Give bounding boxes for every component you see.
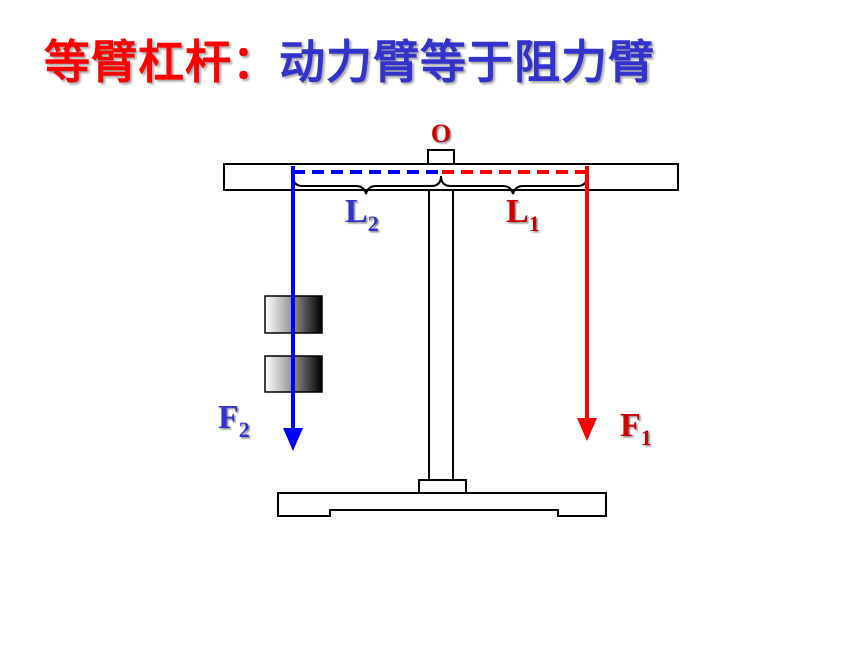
fulcrum-label: O: [431, 119, 451, 148]
pivot-tab: [427, 149, 455, 165]
left-arm-brace: [292, 175, 442, 195]
left-force-label-main: F: [218, 399, 239, 436]
stand-foot: [418, 479, 467, 494]
right-arm-label-main: L: [506, 193, 529, 230]
title-red-part: 等臂杠杆：: [44, 35, 279, 89]
right-arm-brace: [440, 175, 588, 195]
right-arm-label: L1: [506, 193, 540, 236]
left-force-label: F2: [218, 399, 250, 442]
slide-title: 等臂杠杆：动力臂等于阻力臂: [44, 26, 655, 92]
right-force-label-sub: 1: [641, 425, 652, 450]
left-arm-label-sub: 2: [368, 211, 379, 236]
right-force-arrowhead: [577, 418, 597, 441]
left-arm-label: L2: [345, 193, 379, 236]
stand-base: [277, 492, 607, 517]
left-arm-label-main: L: [345, 193, 368, 230]
title-blue-part: 动力臂等于阻力臂: [279, 35, 655, 89]
right-arm-label-sub: 1: [529, 211, 540, 236]
left-force-label-sub: 2: [239, 417, 250, 442]
right-force-label-main: F: [620, 407, 641, 444]
left-force-arrowhead: [283, 428, 303, 451]
stand-pole: [428, 189, 454, 481]
right-force-label: F1: [620, 407, 652, 450]
